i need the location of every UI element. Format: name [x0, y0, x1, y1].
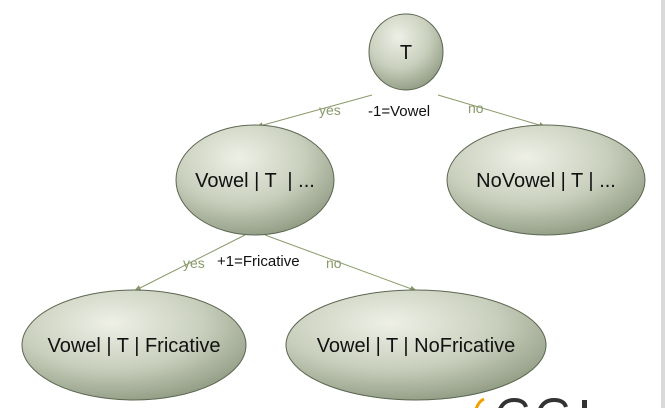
page-edge-border [661, 0, 665, 408]
branch-label-yes-vowel: yes [183, 255, 205, 271]
question-label-vowel: -1=Vowel [368, 103, 430, 120]
node-nofricative-label: Vowel | T | NoFricative [317, 335, 516, 357]
node-fricative-label: Vowel | T | Fricative [47, 335, 220, 357]
edge-vowel-to-fricative [133, 234, 246, 292]
node-novowel-label: NoVowel | T | ... [476, 170, 616, 192]
edge-vowel-to-nofricative [264, 234, 418, 292]
node-vowel: Vowel | T | ... [175, 124, 335, 236]
node-nofricative: Vowel | T | NoFricative [285, 289, 547, 401]
edge-root-to-vowel [255, 94, 373, 129]
branch-label-no-root: no [468, 100, 484, 116]
node-fricative: Vowel | T | Fricative [21, 289, 247, 401]
question-label-fricative: +1=Fricative [217, 253, 300, 270]
node-root-label: T [400, 42, 412, 64]
node-root: T [368, 13, 444, 91]
branch-label-yes-root: yes [319, 102, 341, 118]
node-novowel: NoVowel | T | ... [446, 124, 646, 236]
node-vowel-label: Vowel | T | ... [195, 170, 315, 192]
branch-label-no-vowel: no [326, 255, 342, 271]
partial-logo [470, 396, 630, 408]
edge-root-to-novowel [437, 94, 547, 128]
